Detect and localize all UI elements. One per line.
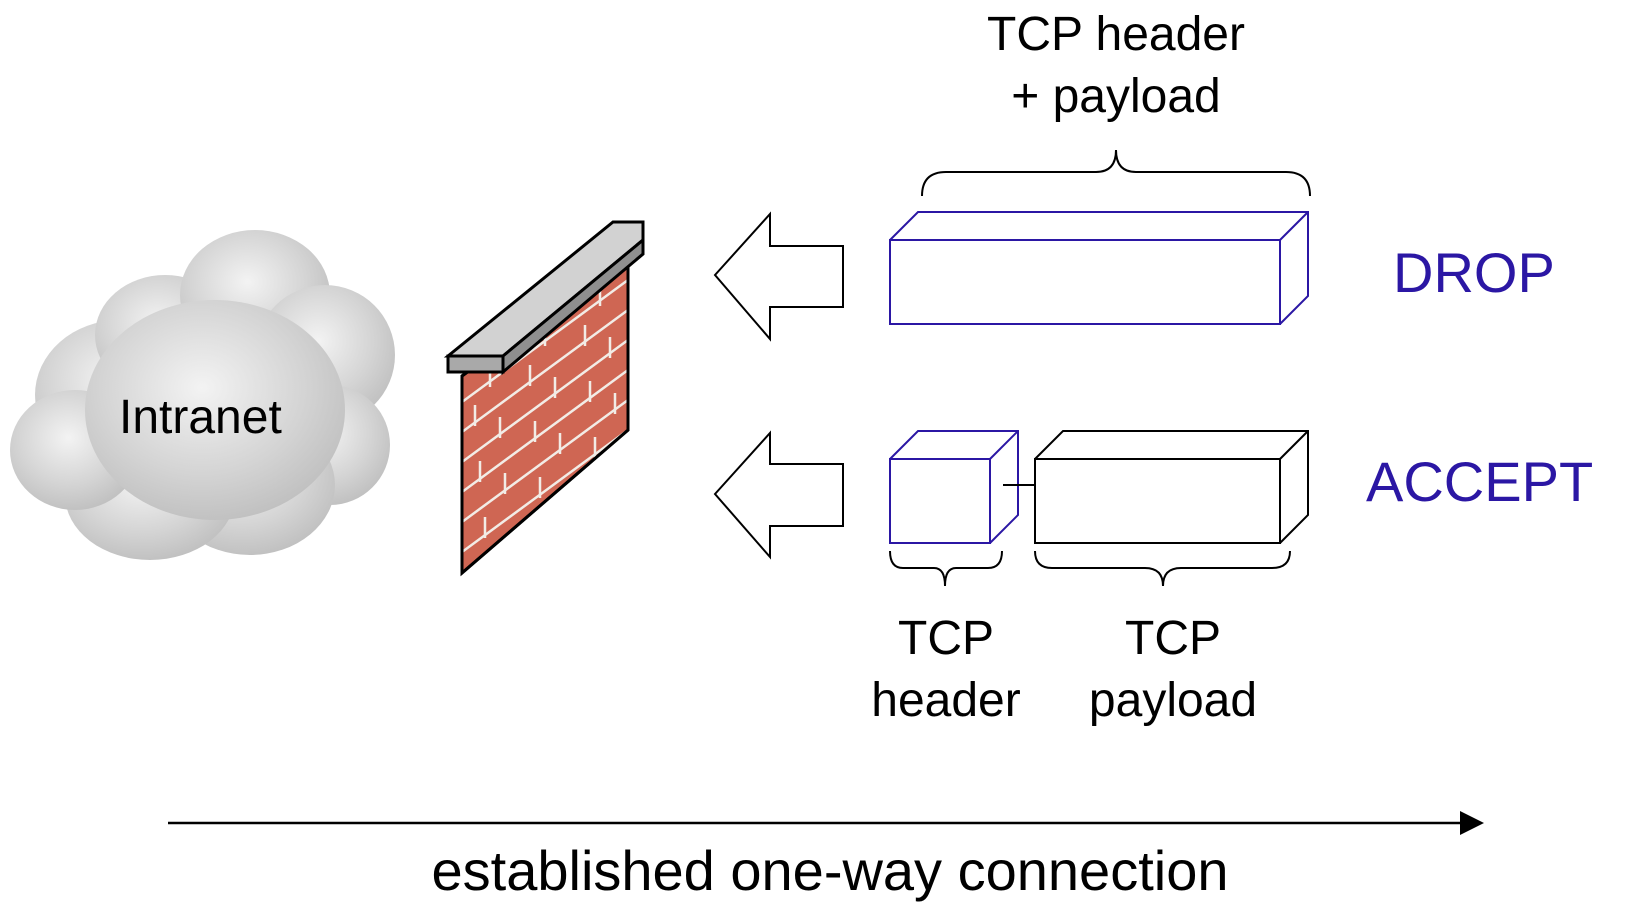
left-arrow-drop [713,211,844,342]
top-brace-label-line1: TCP header [987,8,1245,61]
top-packet-brace [921,149,1311,197]
bottom-header-box [889,430,1019,544]
accept-verdict: ACCEPT [1366,450,1594,513]
intranet-label: Intranet [119,391,282,444]
top-brace-label-line2: + payload [1011,70,1221,123]
left-arrow-accept [713,430,844,560]
header-label-line1: TCP [898,612,994,665]
bottom-payload-box [1034,430,1309,544]
timeline-label: established one-way connection [431,839,1229,902]
header-brace [889,550,1003,587]
timeline-arrow [168,811,1484,835]
payload-brace [1034,550,1291,587]
payload-label-line1: TCP [1125,612,1221,665]
intranet-cloud [10,230,395,560]
payload-label-line2: payload [1088,674,1258,727]
header-label-line2: header [871,674,1021,727]
top-packet-box [889,211,1309,325]
drop-verdict: DROP [1393,241,1555,304]
firewall-wall-icon [443,220,645,577]
